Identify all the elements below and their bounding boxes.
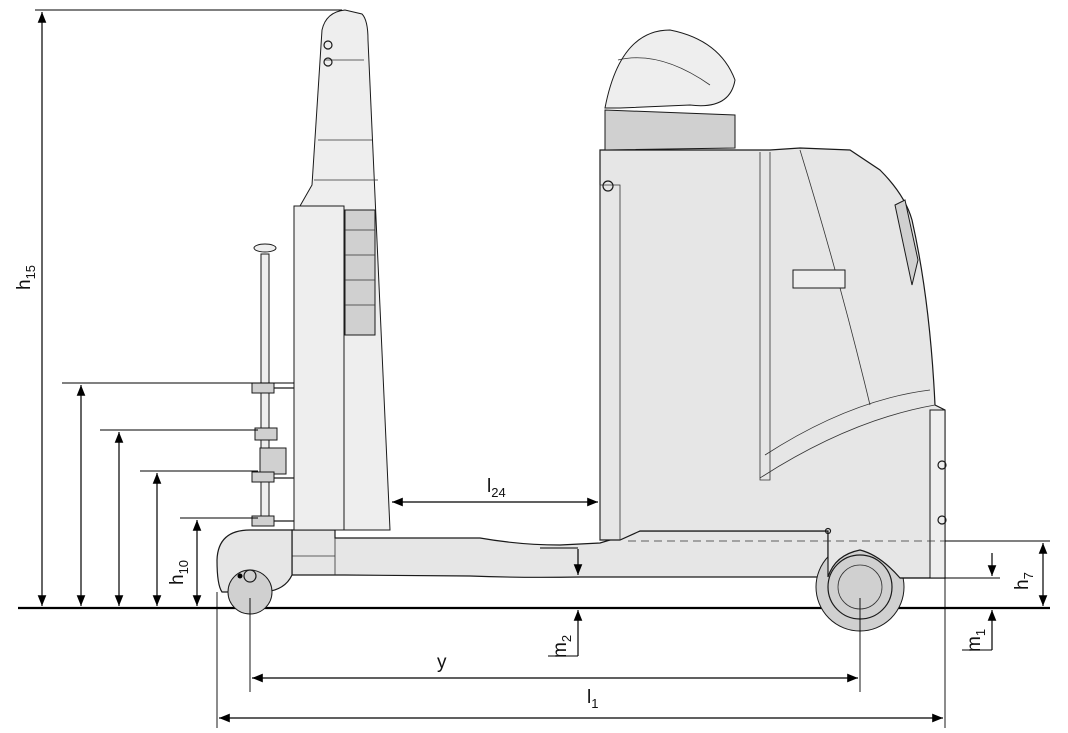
label-y: y xyxy=(437,652,447,673)
chassis-frame xyxy=(291,529,829,578)
label-m1: m1 xyxy=(964,629,988,652)
label-l1: l1 xyxy=(587,687,598,711)
tow-tractor-illustration xyxy=(18,9,1050,632)
tiller-column-block xyxy=(293,205,345,531)
operator-cabin-body xyxy=(599,147,946,579)
label-l24: l24 xyxy=(487,476,506,500)
label-m2: m2 xyxy=(550,635,574,658)
label-h10: h10 xyxy=(167,560,191,585)
seat-backrest xyxy=(604,29,736,109)
label-h15: h15 xyxy=(14,265,38,290)
operator-seat xyxy=(604,109,736,151)
label-h7: h7 xyxy=(1012,572,1036,590)
